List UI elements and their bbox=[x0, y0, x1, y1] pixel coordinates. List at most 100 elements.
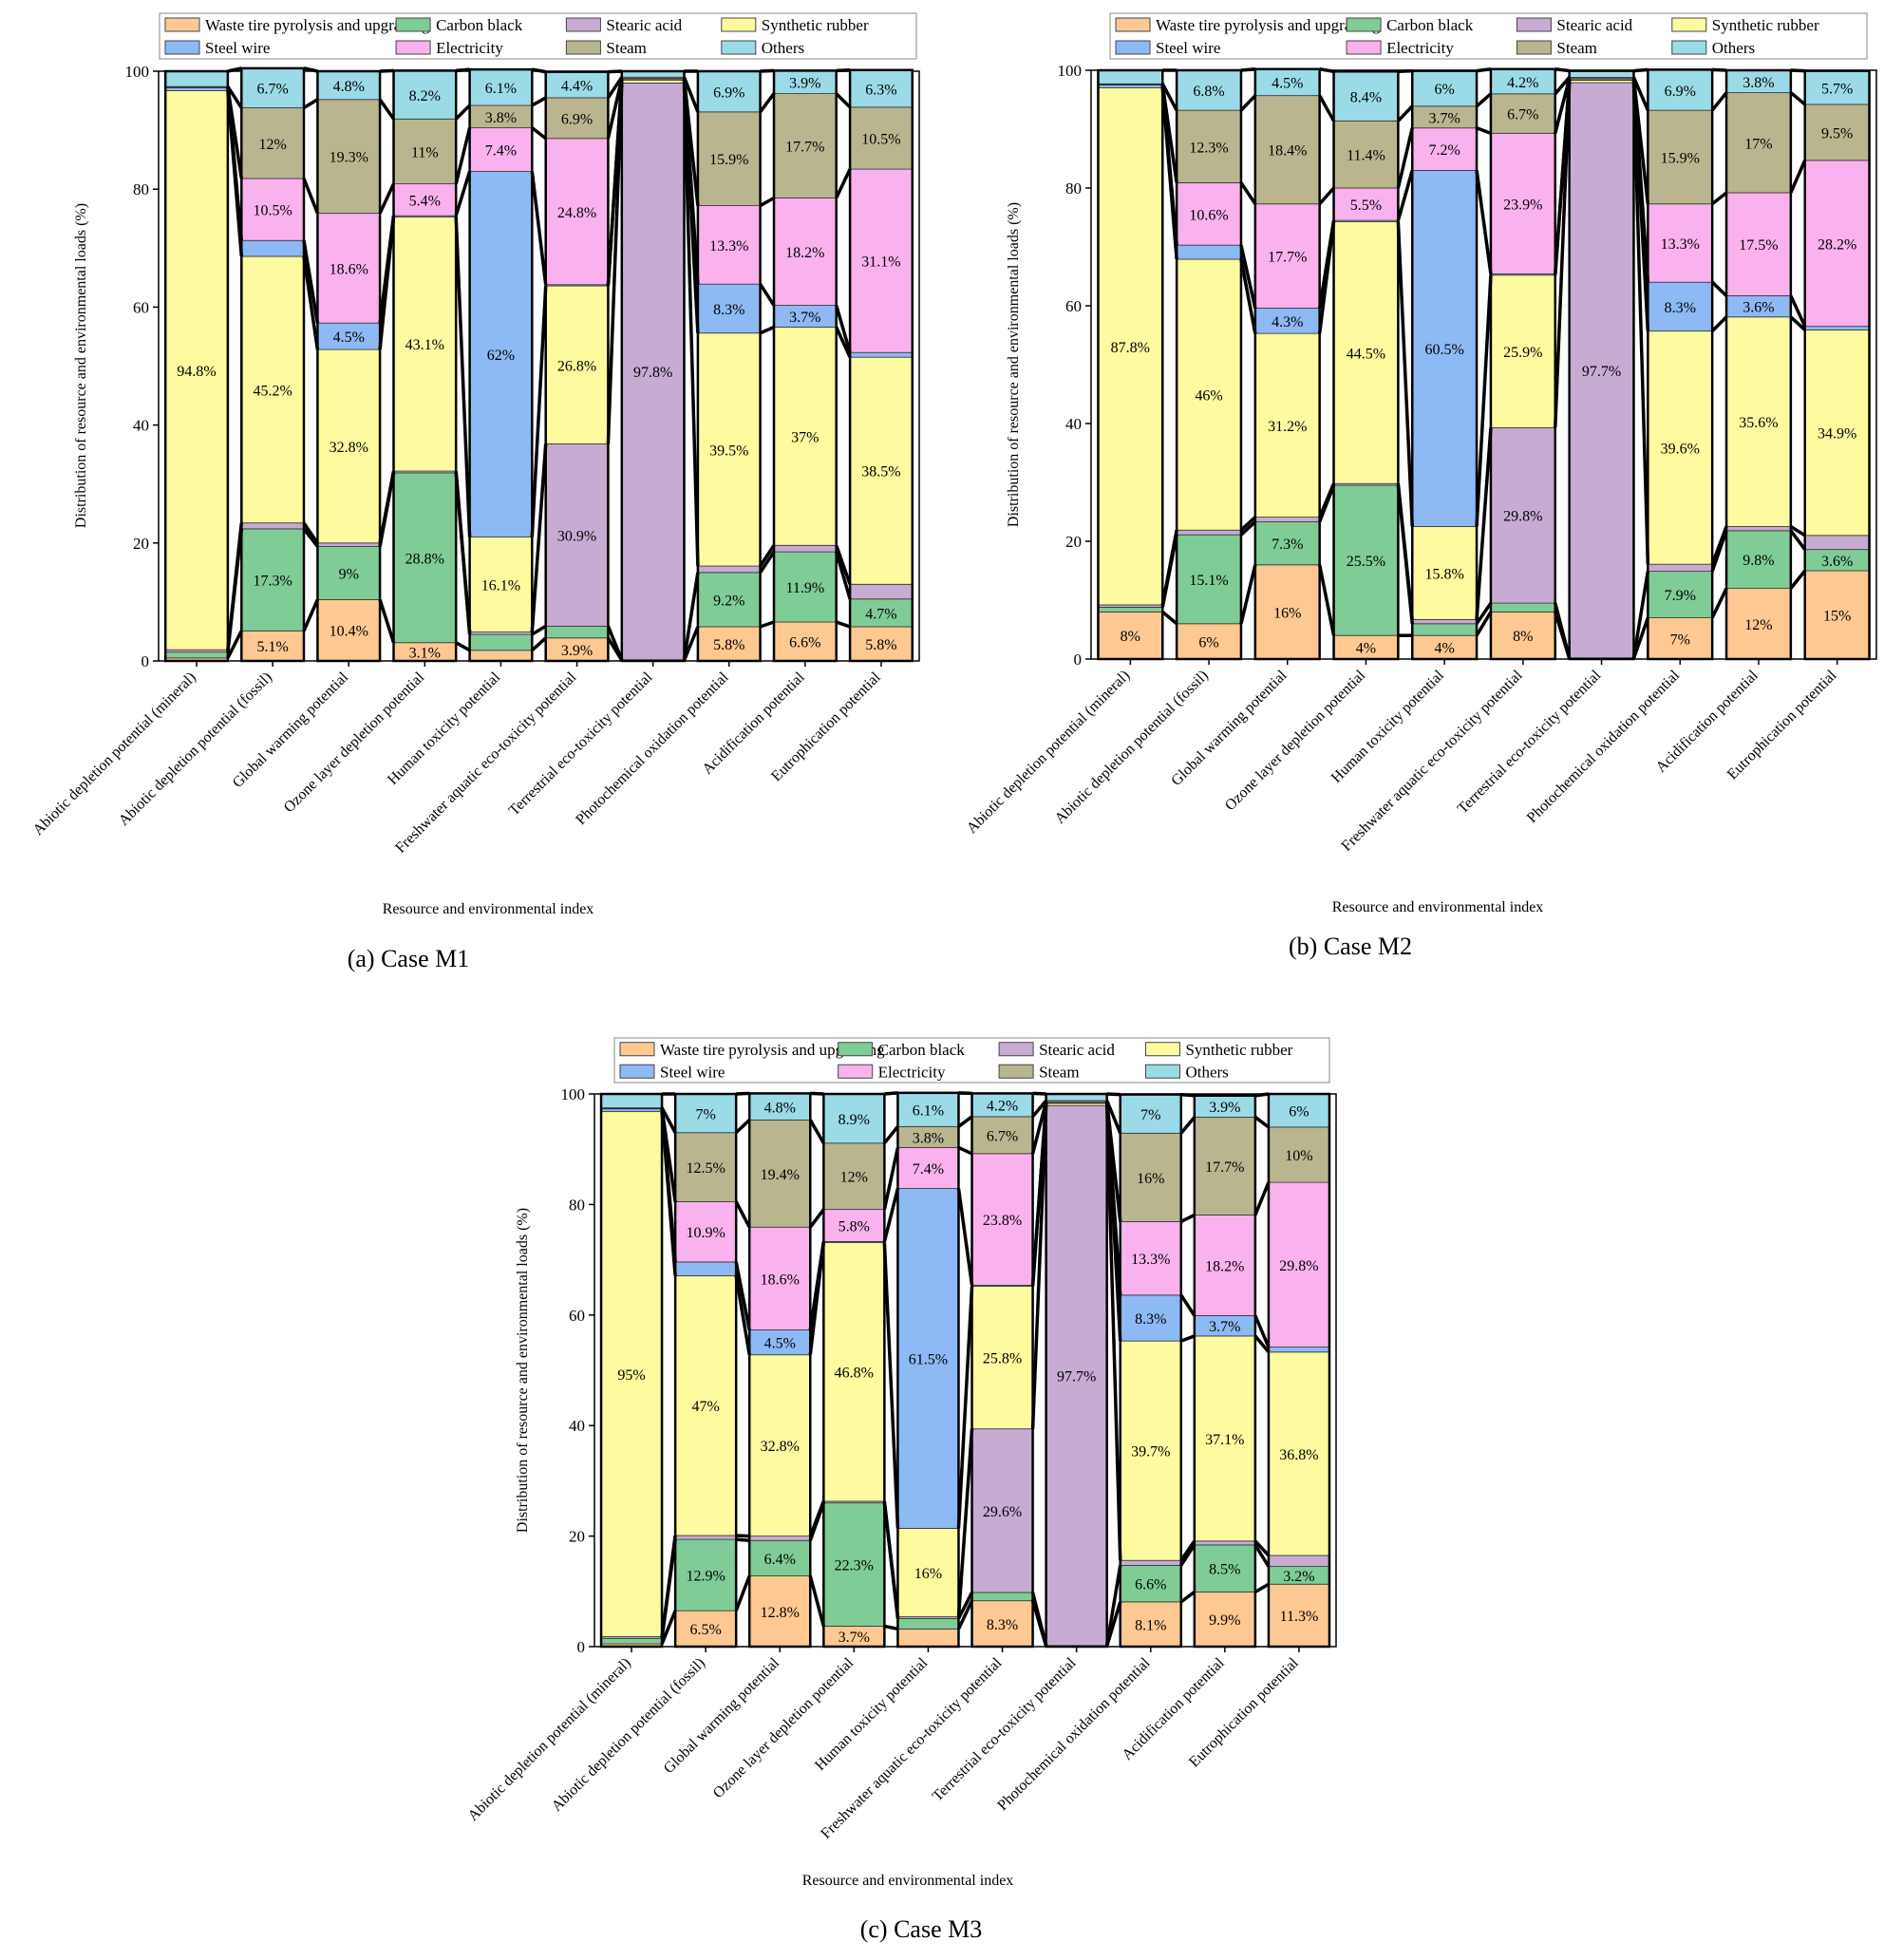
connector-line bbox=[1239, 564, 1257, 625]
bar-segment-steel-wire bbox=[1804, 326, 1870, 330]
bar-segment-stearic-acid bbox=[971, 1428, 1033, 1593]
data-label: 12.3% bbox=[1189, 140, 1228, 156]
connector-line bbox=[1710, 525, 1728, 565]
bar-segment-synthetic-rubber bbox=[1194, 1335, 1256, 1542]
bar-segment-others bbox=[697, 70, 761, 113]
connector-line bbox=[734, 1119, 751, 1135]
legend-swatch-others bbox=[721, 40, 757, 55]
connector-line bbox=[1030, 1102, 1048, 1286]
connector-line bbox=[1179, 1590, 1196, 1604]
data-label: 3.6% bbox=[1821, 554, 1853, 570]
connector-line bbox=[1179, 1543, 1196, 1567]
connector-line bbox=[660, 1535, 677, 1637]
connector-line bbox=[1239, 94, 1257, 112]
bar-segment-carbon-black bbox=[600, 1637, 663, 1645]
bar-segment-others bbox=[1333, 70, 1399, 122]
legend-label-steam: Steam bbox=[606, 39, 647, 57]
x-tick-label: Freshwater aquatic eco-toxicity potentia… bbox=[1339, 667, 1526, 854]
connector-line bbox=[1475, 427, 1493, 620]
connector-line bbox=[1179, 1539, 1196, 1562]
legend-swatch-synthetic-rubber bbox=[721, 17, 757, 32]
data-label: 6.7% bbox=[1507, 107, 1538, 123]
data-label: 15.9% bbox=[709, 152, 748, 168]
data-label: 44.5% bbox=[1347, 346, 1385, 362]
bar-segment-electricity bbox=[1254, 203, 1321, 309]
connector-line bbox=[1710, 315, 1728, 332]
connector-line bbox=[454, 104, 471, 121]
legend-swatch-steam bbox=[565, 40, 601, 55]
y-tick-label: 100 bbox=[1058, 62, 1083, 80]
data-label: 7.9% bbox=[1665, 588, 1696, 604]
data-label: 3.7% bbox=[1428, 110, 1460, 126]
data-label: 97.7% bbox=[1582, 364, 1621, 380]
bar-segment-steel-wire bbox=[748, 1329, 811, 1356]
bar-segment-steel-wire bbox=[240, 239, 305, 257]
bar-segment-stearic-acid bbox=[1647, 563, 1713, 573]
y-tick-label: 20 bbox=[1065, 533, 1082, 551]
data-label: 6.8% bbox=[1193, 84, 1224, 100]
connector-line bbox=[1106, 1092, 1121, 1097]
bar-segment-carbon-black bbox=[469, 633, 533, 651]
connector-line bbox=[1711, 191, 1728, 206]
connector-line bbox=[226, 86, 244, 179]
bar-segment-carbon-black bbox=[164, 651, 229, 659]
y-tick-label: 80 bbox=[1065, 179, 1082, 198]
bar-segment-waste-tire-pyrolysis-and-upgrading bbox=[697, 626, 761, 662]
data-label: 17.7% bbox=[785, 140, 824, 156]
connector-line bbox=[531, 624, 547, 636]
data-label: 29.6% bbox=[983, 1504, 1022, 1520]
data-label: 7% bbox=[695, 1106, 715, 1122]
connector-line bbox=[958, 1091, 972, 1096]
legend-label-electricity: Electricity bbox=[1386, 39, 1454, 57]
bar-outline bbox=[620, 69, 686, 663]
connector-line bbox=[660, 1107, 677, 1202]
connector-line bbox=[835, 92, 852, 109]
bar-outline bbox=[696, 69, 762, 663]
connector-line bbox=[1398, 68, 1413, 73]
bar-outline bbox=[1647, 68, 1714, 661]
data-label: 8.2% bbox=[409, 88, 441, 104]
data-label: 12% bbox=[840, 1170, 868, 1186]
connector-line bbox=[734, 1200, 751, 1229]
connector-line bbox=[606, 625, 624, 661]
connector-line bbox=[836, 620, 851, 629]
data-label: 4.8% bbox=[764, 1100, 796, 1116]
data-label: 10% bbox=[1285, 1148, 1312, 1164]
connector-line bbox=[956, 1592, 974, 1620]
bar-segment-synthetic-rubber bbox=[469, 537, 533, 632]
connector-line bbox=[1253, 1334, 1271, 1353]
connector-line bbox=[1475, 274, 1493, 527]
connector-line bbox=[378, 182, 396, 215]
y-tick-label: 40 bbox=[133, 417, 149, 435]
connector-line bbox=[378, 598, 396, 644]
bar-segment-stearic-acid bbox=[1194, 1540, 1256, 1546]
bar-segment-steam bbox=[773, 93, 838, 198]
data-label: 34.9% bbox=[1818, 426, 1856, 443]
connector-line bbox=[882, 1147, 900, 1211]
bar-outline bbox=[163, 69, 230, 663]
bar-segment-synthetic-rubber bbox=[1647, 330, 1713, 565]
connector-line bbox=[1179, 1213, 1196, 1224]
x-tick-label: Abiotic depletion potential (fossil) bbox=[1052, 668, 1212, 827]
bar-outline bbox=[240, 66, 306, 663]
bar-segment-carbon-black bbox=[1098, 607, 1163, 612]
connector-line bbox=[1554, 76, 1571, 95]
data-label: 12.9% bbox=[686, 1569, 725, 1585]
connector-line bbox=[882, 1500, 900, 1617]
data-label: 60.5% bbox=[1424, 342, 1463, 358]
connector-line bbox=[835, 551, 852, 600]
data-label: 6.7% bbox=[256, 82, 288, 98]
data-label: 12% bbox=[258, 137, 286, 153]
data-label: 4.7% bbox=[865, 606, 896, 622]
connector-line bbox=[1031, 1099, 1047, 1118]
data-label: 36.8% bbox=[1279, 1447, 1318, 1463]
connector-line bbox=[302, 255, 320, 350]
bar-segment-electricity bbox=[697, 205, 761, 285]
legend-swatch-stearic-acid bbox=[998, 1042, 1034, 1057]
data-label: 11% bbox=[411, 144, 439, 160]
data-label: 10.4% bbox=[330, 624, 368, 640]
bar-segment-others bbox=[545, 71, 609, 99]
x-tick-label: Ozone layer depletion potential bbox=[281, 669, 428, 816]
legend-label-carbon-black: Carbon black bbox=[1386, 16, 1474, 34]
